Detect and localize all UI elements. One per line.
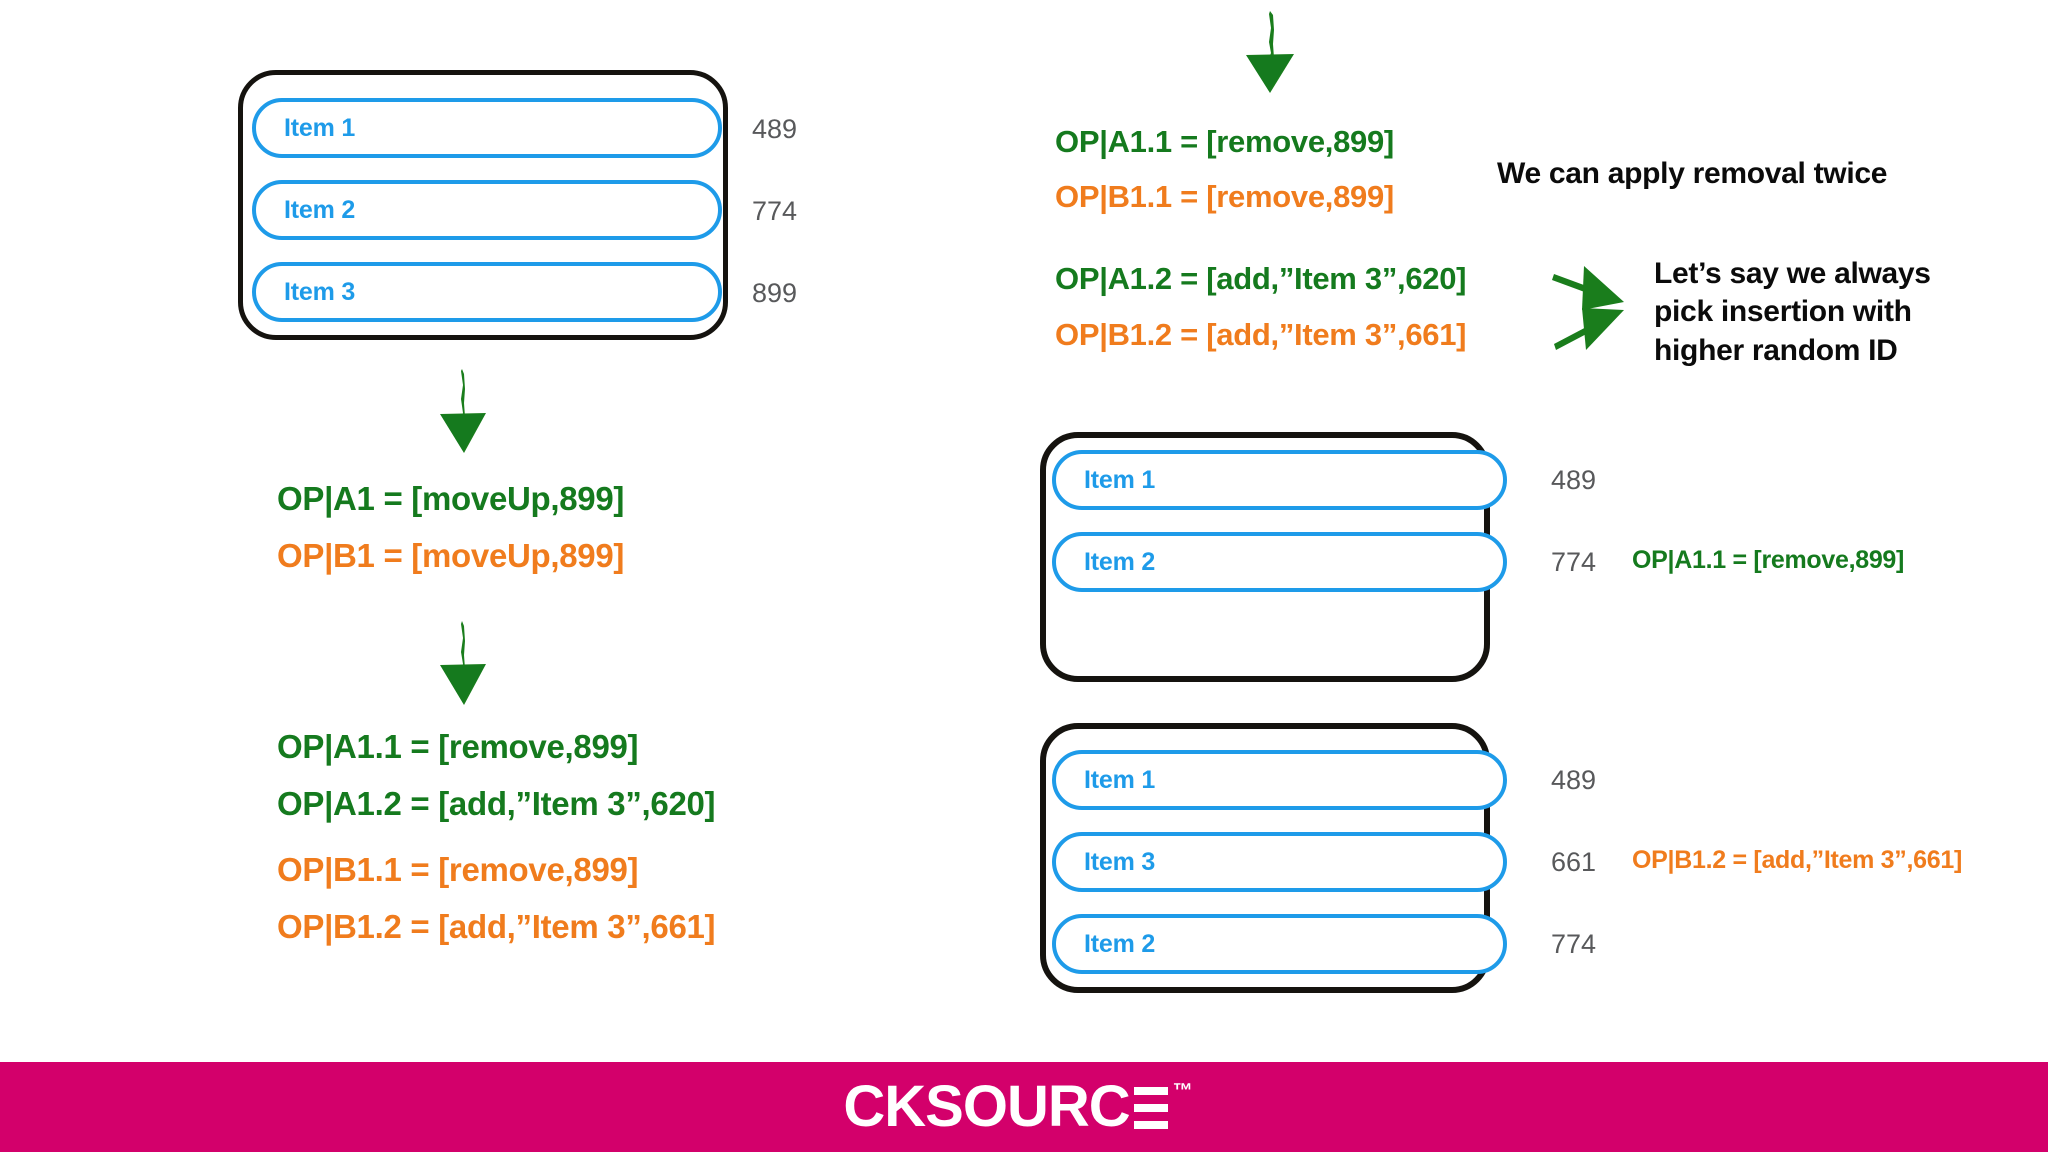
item-id-label: 489 [1551,765,1597,795]
operation-line: OP|B1.1 = [remove,899] [1055,179,1394,214]
list-item-label: Item 1 [1084,465,1156,494]
list-item-label: Item 2 [1084,929,1156,958]
annotation-operation-bottom: OP|B1.2 = [add,”Item 3”,661] [1632,846,1962,874]
operation-line: OP|B1 = [moveUp,899] [277,537,625,574]
list-item-pill[interactable]: Item 2 [1052,532,1507,592]
list-item-pill[interactable]: Item 3 [1052,832,1507,892]
list-item-label: Item 3 [284,277,356,306]
item-id-label: 489 [752,114,798,144]
logo-wordmark: CKSOURC [843,1074,1130,1139]
item-id-label: 774 [1551,547,1597,577]
list-item-pill[interactable]: Item 2 [1052,914,1507,974]
operation-line: OP|B1.2 = [add,”Item 3”,661] [277,908,716,945]
cksource-logo: CKSOURC ™ [843,1078,1192,1136]
list-item-pill[interactable]: Item 1 [1052,750,1507,810]
list-item-pill[interactable]: Item 1 [1052,450,1507,510]
list-item-label: Item 1 [284,113,356,142]
note-removal-twice: We can apply removal twice [1497,157,1888,190]
note-insertion-rule: Let’s say we always pick insertion with … [1654,257,1931,367]
arrow-down-icon [428,617,498,707]
list-item-pill[interactable]: Item 2 [252,180,722,240]
list-item-pill[interactable]: Item 3 [252,262,722,322]
list-item-label: Item 2 [1084,547,1156,576]
item-id-label: 899 [752,278,798,308]
logo-e-glyph-icon [1133,1087,1168,1129]
footer-bar: CKSOURC ™ [0,1062,2048,1152]
list-item-label: Item 3 [1084,847,1156,876]
list-item-pill[interactable]: Item 1 [252,98,722,158]
arrows-converge-right-icon [1548,258,1658,356]
operation-line: OP|A1 = [moveUp,899] [277,480,625,517]
operation-line: OP|A1.1 = [remove,899] [277,728,639,765]
operation-line: OP|A1.2 = [add,”Item 3”,620] [1055,261,1467,296]
arrow-down-icon [428,365,498,455]
item-id-label: 774 [752,196,798,226]
operation-line: OP|A1.2 = [add,”Item 3”,620] [277,785,716,822]
item-id-label: 661 [1551,847,1597,877]
annotation-operation-middle: OP|A1.1 = [remove,899] [1632,546,1905,574]
list-item-label: Item 1 [1084,765,1156,794]
operation-line: OP|A1.1 = [remove,899] [1055,124,1394,159]
trademark-symbol: ™ [1172,1080,1193,1102]
item-id-label: 774 [1551,929,1597,959]
operation-line: OP|B1.2 = [add,”Item 3”,661] [1055,317,1467,352]
operation-line: OP|B1.1 = [remove,899] [277,851,639,888]
list-item-label: Item 2 [284,195,356,224]
item-id-label: 489 [1551,465,1597,495]
arrow-down-icon [1238,5,1308,95]
